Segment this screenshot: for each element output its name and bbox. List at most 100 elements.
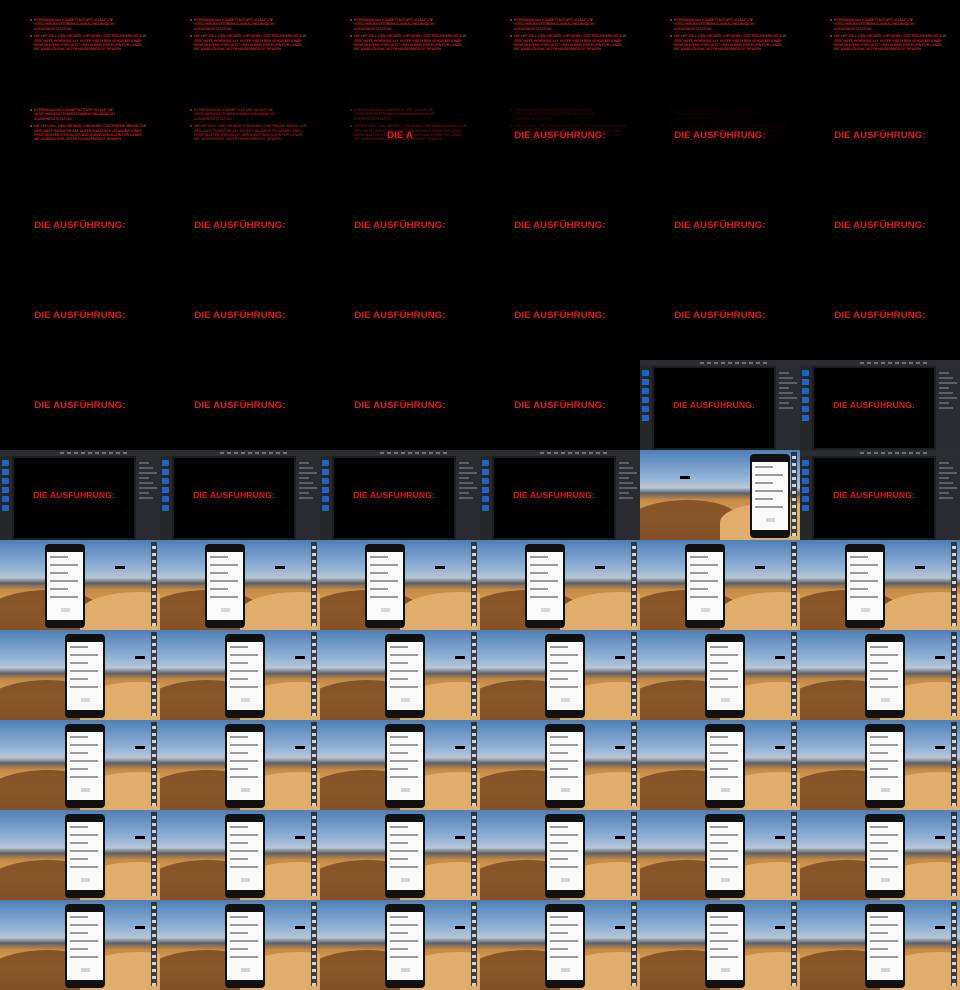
submit-button[interactable] (541, 608, 550, 612)
phone-emulator[interactable] (45, 544, 85, 628)
dock-app-icon[interactable] (632, 560, 636, 563)
dock-app-icon[interactable] (792, 650, 796, 653)
dock-app-icon[interactable] (952, 713, 956, 716)
dock-app-icon[interactable] (152, 560, 156, 563)
dock-app-icon[interactable] (312, 955, 316, 958)
tool-icon[interactable] (102, 452, 106, 454)
phone-emulator[interactable] (545, 724, 585, 808)
dock-app-icon[interactable] (632, 657, 636, 660)
tool-icon[interactable] (482, 469, 489, 475)
tool-icon[interactable] (162, 505, 169, 511)
tool-icon[interactable] (714, 362, 718, 364)
dock-app-icon[interactable] (312, 976, 316, 979)
form-field[interactable] (230, 948, 248, 950)
dock-app-icon[interactable] (472, 851, 476, 854)
form-field[interactable] (870, 940, 898, 942)
dock-app-icon[interactable] (792, 969, 796, 972)
dock-app-icon[interactable] (792, 498, 796, 501)
tool-icon[interactable] (2, 478, 9, 484)
dock-app-icon[interactable] (952, 650, 956, 653)
dock-app-icon[interactable] (472, 616, 476, 619)
dock-app-icon[interactable] (312, 983, 316, 986)
submit-button[interactable] (881, 968, 890, 972)
submit-button[interactable] (881, 878, 890, 882)
dock-app-icon[interactable] (952, 865, 956, 868)
dock-app-icon[interactable] (152, 650, 156, 653)
tool-icon[interactable] (561, 452, 565, 454)
phone-emulator[interactable] (545, 634, 585, 718)
dock-app-icon[interactable] (792, 706, 796, 709)
form-field[interactable] (70, 752, 88, 754)
dock-app-icon[interactable] (632, 581, 636, 584)
dock-app-icon[interactable] (952, 955, 956, 958)
form-field[interactable] (550, 948, 568, 950)
phone-emulator[interactable] (65, 814, 105, 898)
submit-button[interactable] (241, 698, 250, 702)
form-field[interactable] (530, 564, 558, 566)
dock-app-icon[interactable] (312, 830, 316, 833)
tool-icon[interactable] (227, 452, 231, 454)
tool-icon[interactable] (429, 452, 433, 454)
tool-icon[interactable] (482, 487, 489, 493)
form-field[interactable] (710, 776, 738, 778)
dock-app-icon[interactable] (472, 643, 476, 646)
form-field[interactable] (70, 686, 98, 688)
dock-app-icon[interactable] (632, 650, 636, 653)
dock-app-icon[interactable] (312, 872, 316, 875)
tool-icon[interactable] (802, 388, 809, 394)
submit-button[interactable] (401, 968, 410, 972)
dock-app-icon[interactable] (152, 789, 156, 792)
dock-app-icon[interactable] (632, 553, 636, 556)
dock-app-icon[interactable] (472, 567, 476, 570)
dock-app-icon[interactable] (472, 865, 476, 868)
tool-icon[interactable] (81, 452, 85, 454)
dock-app-icon[interactable] (472, 588, 476, 591)
form-field[interactable] (870, 654, 898, 656)
phone-emulator[interactable] (365, 544, 405, 628)
tool-icon[interactable] (575, 452, 579, 454)
dock-app-icon[interactable] (312, 844, 316, 847)
form-field[interactable] (870, 768, 888, 770)
tool-icon[interactable] (802, 415, 809, 421)
dock-app-icon[interactable] (632, 920, 636, 923)
form-field[interactable] (370, 588, 388, 590)
dock-app-icon[interactable] (472, 657, 476, 660)
tool-icon[interactable] (554, 452, 558, 454)
form-field[interactable] (230, 686, 258, 688)
dock-app-icon[interactable] (472, 803, 476, 806)
tool-icon[interactable] (2, 505, 9, 511)
dock-app-icon[interactable] (472, 872, 476, 875)
form-field[interactable] (370, 572, 388, 574)
dock-app-icon[interactable] (632, 879, 636, 882)
dock-app-icon[interactable] (312, 602, 316, 605)
dock-app-icon[interactable] (792, 470, 796, 473)
dock-app-icon[interactable] (952, 588, 956, 591)
tool-icon[interactable] (802, 496, 809, 502)
submit-button[interactable] (861, 608, 870, 612)
form-field[interactable] (390, 940, 418, 942)
tool-icon[interactable] (162, 460, 169, 466)
form-field[interactable] (390, 924, 418, 926)
dock-app-icon[interactable] (632, 595, 636, 598)
dock-app-icon[interactable] (152, 844, 156, 847)
dock-app-icon[interactable] (632, 823, 636, 826)
form-field[interactable] (230, 670, 258, 672)
form-field[interactable] (50, 580, 78, 582)
window-thumbnail[interactable] (135, 926, 145, 929)
dock-app-icon[interactable] (792, 491, 796, 494)
dock-app-icon[interactable] (152, 643, 156, 646)
dock-app-icon[interactable] (792, 616, 796, 619)
dock-app-icon[interactable] (632, 789, 636, 792)
phone-emulator[interactable] (865, 904, 905, 988)
form-field[interactable] (370, 564, 398, 566)
dock-app-icon[interactable] (952, 775, 956, 778)
tool-icon[interactable] (802, 460, 809, 466)
submit-button[interactable] (721, 698, 730, 702)
form-field[interactable] (550, 654, 578, 656)
form-field[interactable] (70, 940, 98, 942)
dock-app-icon[interactable] (152, 893, 156, 896)
dock-app-icon[interactable] (152, 927, 156, 930)
form-field[interactable] (710, 924, 738, 926)
tool-icon[interactable] (802, 469, 809, 475)
tool-icon[interactable] (735, 362, 739, 364)
